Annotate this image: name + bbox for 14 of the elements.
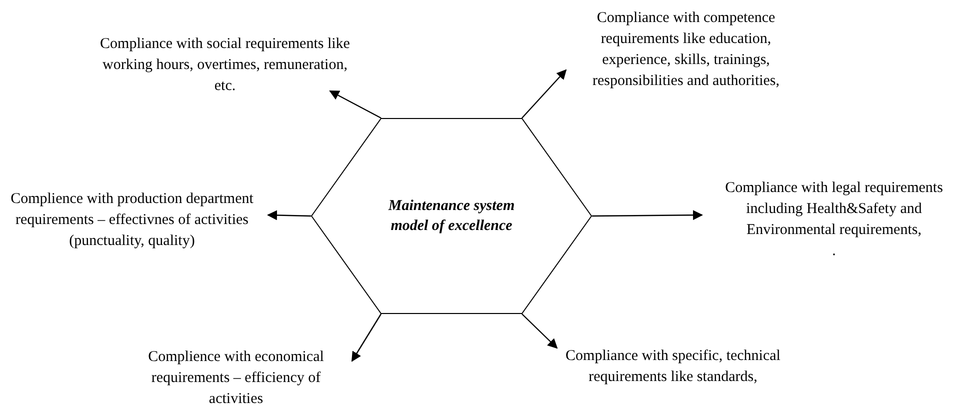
requirement-text: Compliance with social requirements like working hours, overtimes, remuneration, etc. [100, 34, 350, 96]
arrow [522, 314, 558, 349]
requirement-text: Complience with production department requirements – effectivnes of activities (punctuality, quality) [10, 190, 254, 250]
arrow [267, 210, 312, 220]
arrow [522, 69, 567, 118]
arrow [351, 314, 382, 362]
requirement-text: . [832, 242, 836, 261]
requirement-text: Compliance with competence requirements like education, experience, skills, trainings, responsibilities and authorities, [591, 9, 781, 91]
arrow [329, 90, 382, 119]
hexagon-title: Maintenance system model of excellence [387, 197, 516, 236]
requirement-text: Compliance with specific, technical requirements like standards, [564, 347, 782, 387]
arrow [592, 210, 703, 220]
requirement-text: Complience with economical requirements – efficiency of activities [147, 348, 325, 408]
requirement-text: Compliance with legal requirements including Health&Safety and Environmental requirements, [724, 179, 944, 240]
